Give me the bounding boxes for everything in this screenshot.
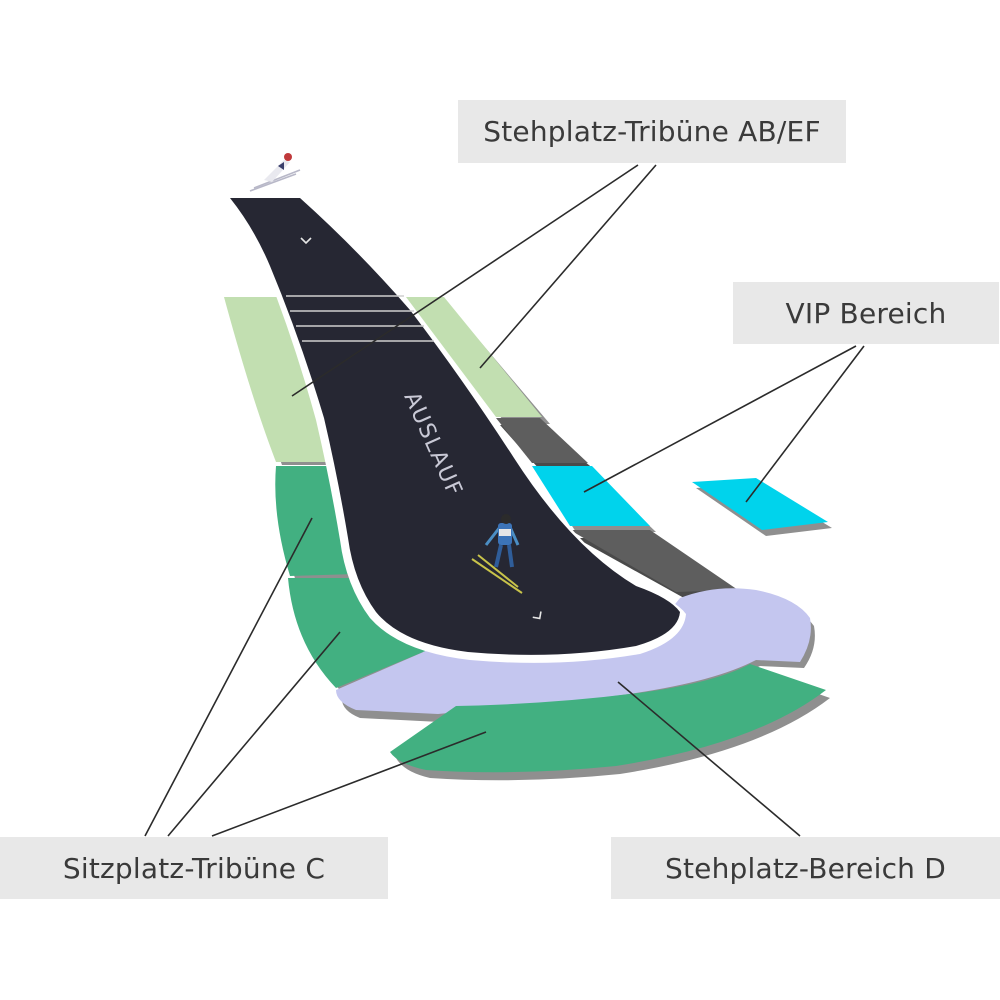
leader-ab-right: [479, 164, 657, 369]
leader-c-bottom: [211, 731, 487, 837]
leader-ab-left: [291, 164, 639, 397]
landing-slope: [230, 198, 686, 663]
stand-right-dark-gray-upper[interactable]: [496, 418, 595, 470]
leader-vip-detached: [745, 345, 865, 503]
leader-vip-slope: [583, 345, 857, 493]
chevron-down-icon: [300, 237, 312, 245]
vip-block-slope[interactable]: [532, 466, 656, 532]
stand-right-dark-gray-lower[interactable]: [570, 530, 744, 598]
leader-lines: [144, 164, 865, 837]
stand-bottom-green[interactable]: [390, 664, 830, 781]
ski-jumper-icon: [471, 514, 523, 594]
label-stehplatz-tribuene-ab-ef: Stehplatz-Tribüne AB/EF: [458, 100, 846, 163]
ski-jumper-icon: [249, 153, 301, 192]
leader-c-lower: [167, 631, 341, 837]
leader-d: [617, 681, 801, 837]
label-vip-bereich: VIP Bereich: [733, 282, 999, 344]
label-sitzplatz-tribuene-c: Sitzplatz-Tribüne C: [0, 837, 388, 899]
label-stehplatz-bereich-d: Stehplatz-Bereich D: [611, 837, 1000, 899]
leader-c-middle: [144, 517, 313, 837]
vip-block-detached[interactable]: [692, 478, 832, 536]
chevron-down-icon: [532, 611, 542, 620]
